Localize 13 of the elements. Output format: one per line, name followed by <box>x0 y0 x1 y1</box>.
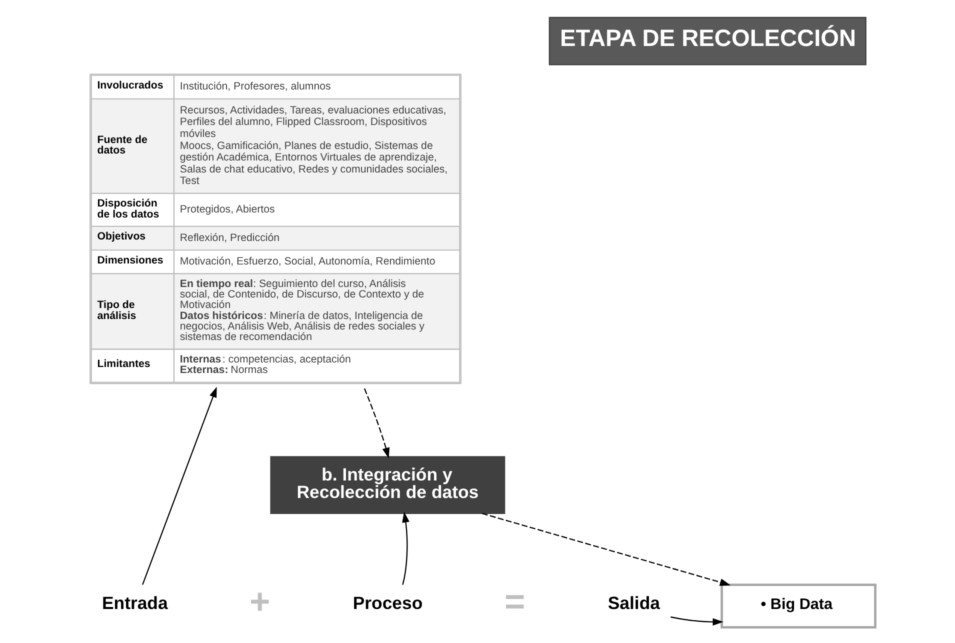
diagram-title: ETAPA DE RECOLECCIÓN <box>560 26 856 52</box>
node-text: Proceso <box>352 592 422 613</box>
node-text: Entrada <box>101 592 168 613</box>
label: = <box>504 582 525 622</box>
arrow <box>402 512 409 585</box>
label: + <box>249 582 270 622</box>
arrow <box>363 388 390 458</box>
node-box: b. Integración y Recolección de datos <box>270 456 505 514</box>
arrow <box>142 386 216 585</box>
node-text: Salida <box>607 592 660 613</box>
node-box: • Big Data <box>720 584 876 628</box>
arrow <box>670 616 723 626</box>
arrow <box>481 512 730 586</box>
